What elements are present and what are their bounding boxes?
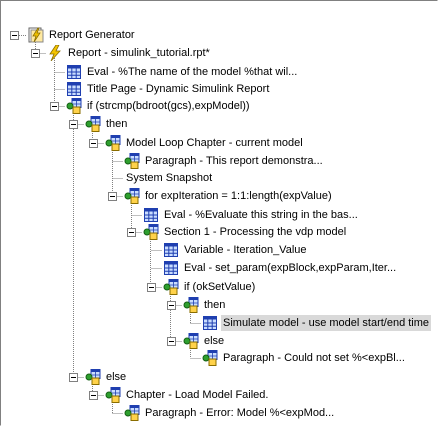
component-icon: [163, 279, 179, 295]
tree-node[interactable]: Eval - set_param(expBlock,expParam,Iter.…: [163, 259, 398, 277]
component-icon: [105, 387, 121, 403]
tree-node-label: Chapter - Load Model Failed.: [126, 389, 269, 401]
tree-node-label: Paragraph - Error: Model %<expMod...: [145, 407, 335, 419]
tree-node[interactable]: else: [85, 368, 128, 386]
tree-node[interactable]: then: [85, 115, 129, 133]
component-icon: [143, 224, 159, 240]
collapse-toggle-icon[interactable]: [108, 192, 117, 201]
table-icon: [66, 64, 82, 80]
component-icon: [85, 116, 101, 132]
tree-node-label: if (strcmp(bdroot(gcs),expModel)): [87, 100, 250, 112]
tree-node[interactable]: Model Loop Chapter - current model: [105, 134, 305, 152]
tree-node[interactable]: for expIteration = 1:1:length(expValue): [124, 187, 334, 205]
component-icon: [124, 188, 140, 204]
tree-node[interactable]: System Snapshot: [124, 169, 214, 187]
collapse-toggle-icon[interactable]: [89, 391, 98, 400]
tree-node-label: Variable - Iteration_Value: [184, 244, 307, 256]
tree-node-label: then: [106, 118, 128, 130]
tree-node[interactable]: Paragraph - Could not set %<expBl...: [202, 349, 407, 367]
report-icon: [47, 44, 63, 62]
table-icon: [143, 207, 159, 223]
tree-node-label: Eval - set_param(expBlock,expParam,Iter.…: [184, 262, 397, 274]
tree-node-label: Section 1 - Processing the vdp model: [164, 226, 347, 238]
tree-node-label: System Snapshot: [126, 172, 213, 184]
component-icon: [66, 98, 82, 114]
tree-node-label: Eval - %The name of the model %that wil.…: [87, 66, 298, 78]
tree-node[interactable]: Report - simulink_tutorial.rpt*: [47, 44, 212, 62]
table-icon: [202, 315, 218, 331]
collapse-toggle-icon[interactable]: [50, 102, 59, 111]
tree-node-label: then: [204, 299, 226, 311]
tree-node-label: Paragraph - Could not set %<expBl...: [223, 352, 405, 364]
tree-node-label: Eval - %Evaluate this string in the bas.…: [164, 209, 358, 221]
tree-node[interactable]: if (okSetValue): [163, 278, 257, 296]
collapse-toggle-icon[interactable]: [31, 49, 40, 58]
tree-node[interactable]: else: [183, 332, 226, 350]
tree-node[interactable]: Paragraph - Error: Model %<expMod...: [124, 404, 336, 422]
collapse-toggle-icon[interactable]: [147, 283, 156, 292]
component-icon: [202, 350, 218, 366]
tree-node[interactable]: Chapter - Load Model Failed.: [105, 386, 270, 404]
tree-node[interactable]: then: [183, 296, 227, 314]
report-generator-icon: [28, 27, 44, 43]
component-icon: [124, 153, 140, 169]
tree-node-label: Title Page - Dynamic Simulink Report: [87, 83, 270, 95]
tree-node-label: Model Loop Chapter - current model: [126, 137, 303, 149]
tree-node[interactable]: Paragraph - This report demonstra...: [124, 152, 325, 170]
collapse-toggle-icon[interactable]: [69, 120, 78, 129]
tree-node[interactable]: Variable - Iteration_Value: [163, 241, 309, 259]
collapse-toggle-icon[interactable]: [69, 373, 78, 382]
tree-node[interactable]: Report Generator: [28, 26, 137, 44]
tree-node-label: Simulate model - use model start/end tim…: [221, 315, 432, 331]
tree-node-label: Report - simulink_tutorial.rpt*: [68, 47, 210, 59]
collapse-toggle-icon[interactable]: [10, 31, 19, 40]
tree-node-label: if (okSetValue): [184, 281, 256, 293]
tree-node-label: for expIteration = 1:1:length(expValue): [145, 190, 332, 202]
tree-node[interactable]: Eval - %Evaluate this string in the bas.…: [143, 206, 360, 224]
tree-node[interactable]: Section 1 - Processing the vdp model: [143, 223, 348, 241]
tree-node-label: Report Generator: [49, 29, 135, 41]
tree-node[interactable]: Eval - %The name of the model %that wil.…: [66, 63, 299, 81]
tree-node-label: Paragraph - This report demonstra...: [145, 155, 323, 167]
component-icon: [124, 405, 140, 421]
component-icon: [183, 297, 199, 313]
table-icon: [163, 242, 179, 258]
collapse-toggle-icon[interactable]: [167, 337, 176, 346]
table-icon: [163, 260, 179, 276]
component-icon: [85, 369, 101, 385]
tree-node[interactable]: if (strcmp(bdroot(gcs),expModel)): [66, 97, 252, 115]
collapse-toggle-icon[interactable]: [167, 301, 176, 310]
tree-node-label: else: [204, 335, 225, 347]
component-icon: [105, 135, 121, 151]
tree-node[interactable]: Title Page - Dynamic Simulink Report: [66, 80, 271, 98]
tree-node-label: else: [106, 371, 127, 383]
collapse-toggle-icon[interactable]: [127, 228, 136, 237]
tree-node[interactable]: Simulate model - use model start/end tim…: [202, 314, 432, 332]
collapse-toggle-icon[interactable]: [89, 139, 98, 148]
component-icon: [183, 333, 199, 349]
table-icon: [66, 81, 82, 97]
